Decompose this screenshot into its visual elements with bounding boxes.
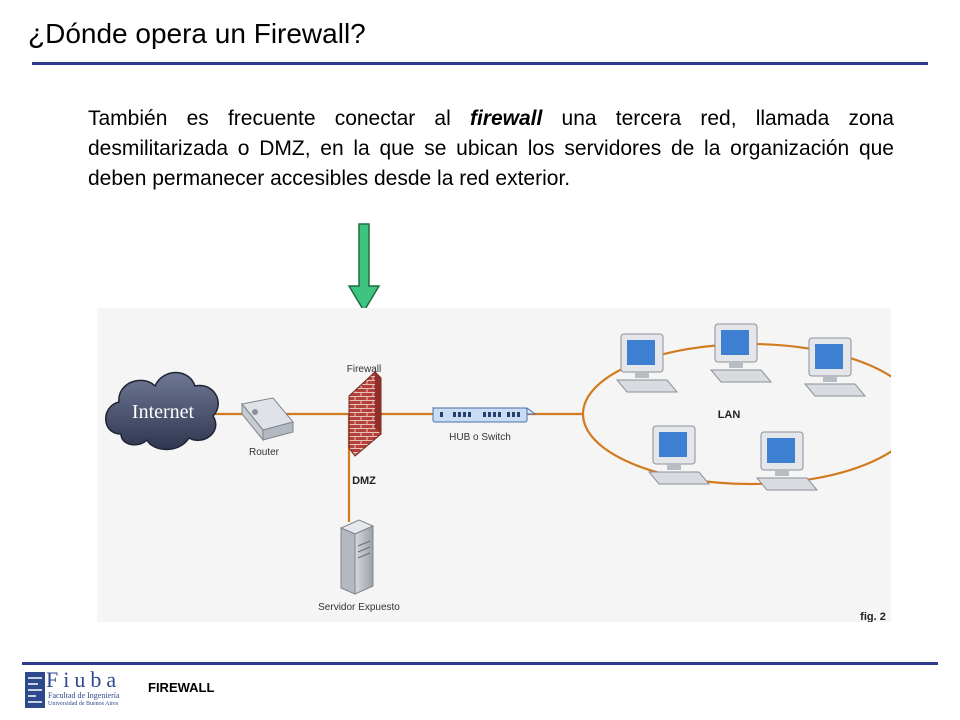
lan-label: LAN (718, 409, 741, 421)
body-paragraph: También es frecuente conectar al firewal… (88, 104, 894, 194)
logo-wordmark: Fiuba (46, 667, 122, 692)
down-arrow-icon (347, 223, 381, 313)
network-diagram: Internet Router Firewall DMZ Servidor Ex… (97, 308, 891, 622)
firewall-icon (348, 371, 382, 457)
paragraph-text-start: También es frecuente conectar al (88, 107, 470, 130)
slide-title: ¿Dónde opera un Firewall? (28, 18, 366, 49)
dmz-label: DMZ (352, 475, 376, 487)
paragraph-text-end: una tercera red, llamada zona desmilitar… (88, 107, 894, 190)
server-icon (339, 519, 375, 595)
logo-faculty-text: Facultad de Ingeniería (48, 691, 120, 700)
internet-cloud-icon (105, 371, 219, 451)
fiuba-emblem-icon (25, 672, 45, 708)
firewall-label: Firewall (347, 364, 381, 375)
hub-switch-icon (431, 407, 537, 423)
paragraph-emphasis: firewall (469, 107, 543, 130)
figure-label: fig. 2 (860, 611, 886, 622)
server-label: Servidor Expuesto (318, 602, 400, 613)
router-label: Router (249, 447, 280, 458)
footer-label: FIREWALL (148, 680, 215, 695)
fiuba-logo: Fiuba Facultad de Ingeniería Universidad… (24, 667, 134, 712)
footer-divider (22, 662, 938, 665)
logo-university-text: Universidad de Buenos Aires (48, 701, 119, 707)
title-divider (32, 62, 928, 65)
internet-label: Internet (132, 401, 195, 423)
hub-switch-label: HUB o Switch (449, 432, 511, 443)
router-icon (241, 397, 294, 442)
